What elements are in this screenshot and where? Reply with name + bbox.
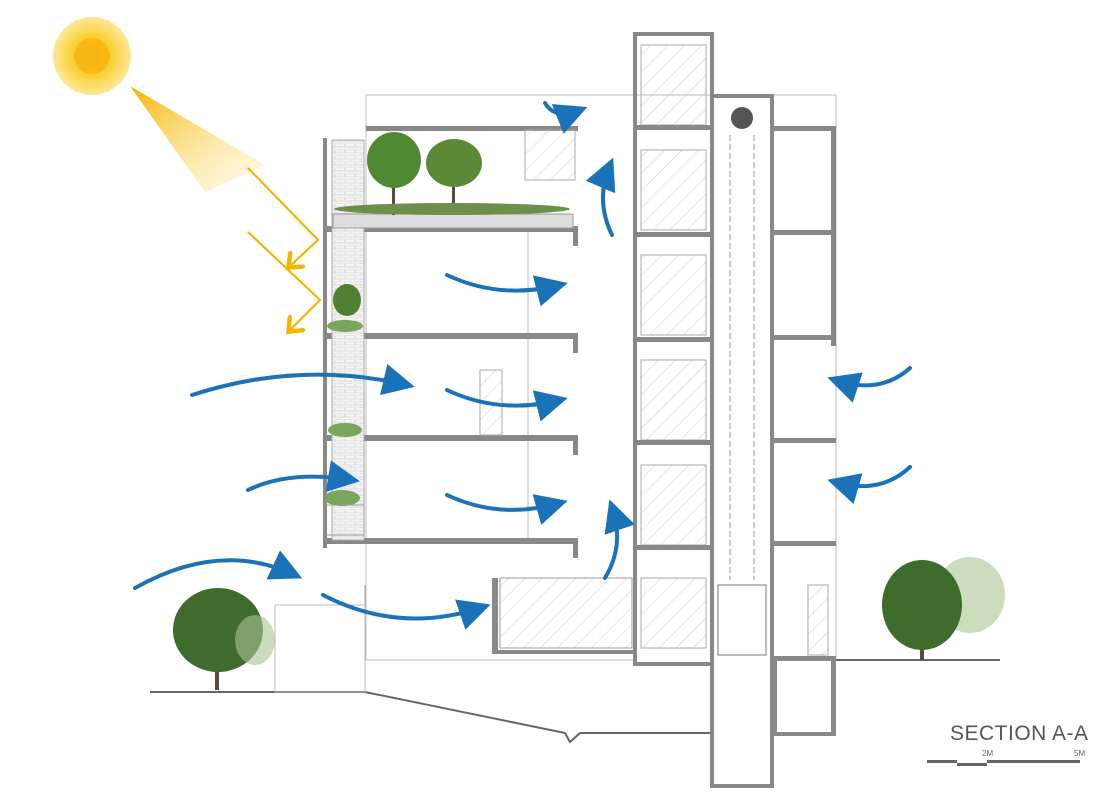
floor-slabs — [323, 126, 637, 654]
sunlight-reflection-arrows — [247, 167, 322, 330]
right-door — [807, 584, 829, 656]
ground-glazing — [499, 577, 633, 649]
ground-tree-left — [173, 588, 275, 690]
roof-shrubs — [334, 203, 570, 215]
roof-planter — [332, 213, 574, 229]
trees — [173, 132, 1005, 690]
stair-core — [633, 32, 714, 666]
airflow-arrows — [133, 101, 912, 630]
elevator-shaft — [710, 94, 774, 788]
sunlight-beam — [130, 86, 265, 192]
ground-tree-right — [882, 557, 1005, 660]
planter-plant — [327, 284, 363, 332]
stair — [524, 129, 576, 181]
right-wing-slabs — [772, 126, 836, 736]
scale-label-5m: 5M — [1074, 749, 1086, 758]
rooftop-tree-1 — [367, 132, 421, 215]
rooftop-tree-2 — [426, 139, 482, 215]
ground-line — [150, 585, 1000, 744]
planter-plant — [328, 423, 362, 437]
sun-icon — [53, 17, 131, 95]
section-title: SECTION A-A — [950, 722, 1089, 745]
planter-plant — [324, 490, 360, 506]
scale-bar — [927, 760, 1080, 766]
scale-label-2m: 2M — [982, 749, 994, 758]
